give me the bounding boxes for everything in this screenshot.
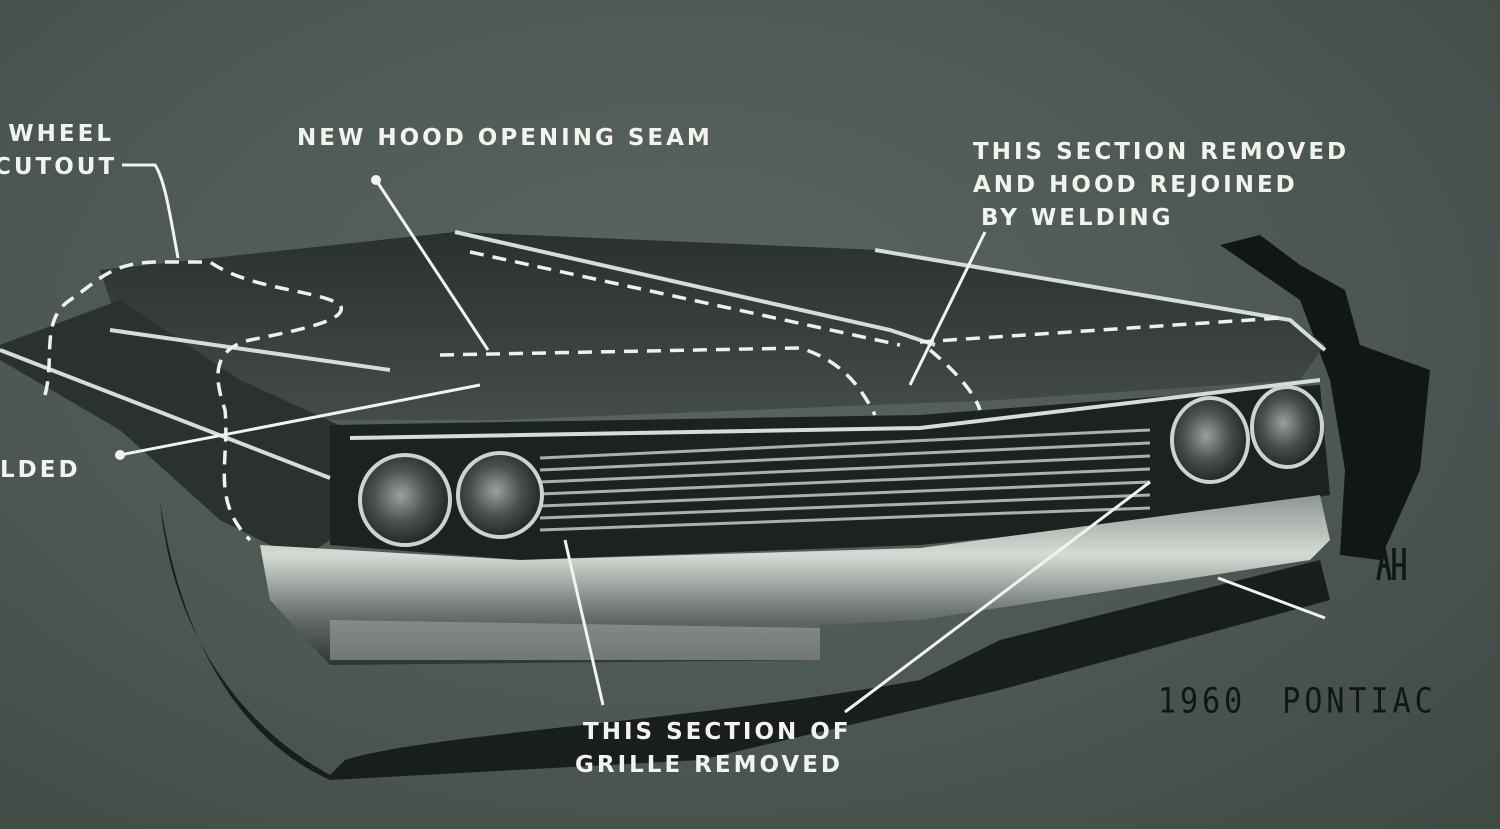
leader-wheel-cutout: [122, 163, 180, 259]
label-section-line1: THIS SECTION REMOVED: [973, 139, 1350, 165]
leader-grille-right: [844, 480, 1151, 714]
leader-bumper: [1217, 576, 1326, 620]
leader-section-removed: [908, 231, 987, 386]
label-wheel-cutout: WHEEL CUTOUT: [0, 118, 114, 184]
hood-surface: [100, 232, 1325, 420]
artist-signature: [1376, 547, 1406, 581]
leader-lines: [119, 163, 1326, 714]
caption-1960-pontiac: 1960 PONTIAC: [1158, 681, 1437, 722]
label-section-line3: BY WELDING: [981, 205, 1174, 231]
label-welded-fragment: LDED: [0, 457, 81, 483]
right-shadow-blocks: [1220, 235, 1430, 560]
bumper-lower: [330, 620, 820, 660]
headlamps: [358, 385, 1324, 547]
label-wheel-line1: WHEEL: [8, 121, 114, 147]
label-hood-seam: NEW HOOD OPENING SEAM: [297, 125, 713, 151]
leader-grille-left: [563, 539, 605, 706]
label-section-removed: THIS SECTION REMOVED AND HOOD REJOINED B…: [973, 136, 1349, 235]
left-fender: [0, 300, 360, 560]
label-grille-line1: THIS SECTION OF: [583, 719, 852, 745]
grille: [539, 428, 1151, 532]
leader-welded: [119, 383, 481, 457]
label-grille-line2: GRILLE REMOVED: [575, 752, 844, 778]
leader-dots: [115, 175, 381, 460]
chrome-trim: [0, 230, 1327, 480]
dashed-outlines: [43, 250, 1281, 542]
label-grille-removed: THIS SECTION OF GRILLE REMOVED: [575, 716, 852, 782]
ground-shadow: [160, 500, 1330, 780]
leader-hood-seam: [374, 179, 490, 351]
front-bumper: [260, 495, 1330, 665]
label-wheel-line2: CUTOUT: [0, 154, 118, 180]
label-section-line2: AND HOOD REJOINED: [973, 172, 1298, 198]
